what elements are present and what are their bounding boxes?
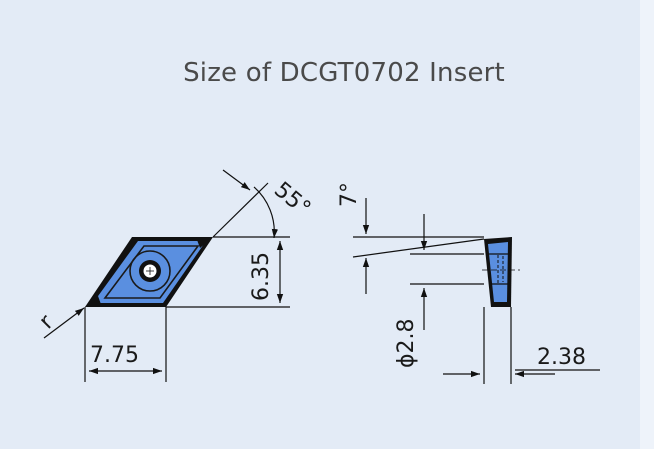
thickness-label: 2.38 <box>537 345 586 370</box>
insert-corner-right <box>196 237 213 248</box>
width-dimension: 7.75 <box>84 307 167 382</box>
angle-dimension: 55° <box>212 169 315 239</box>
insert-top-view <box>85 237 213 307</box>
right-edge-strip <box>640 0 654 449</box>
clearance-label: 7° <box>337 182 362 207</box>
thickness-dimension: 2.38 <box>443 307 600 384</box>
radius-label: r <box>35 309 60 334</box>
height-label: 6.35 <box>249 252 274 301</box>
hole-diameter-dimension: ϕ2.8 <box>394 214 484 368</box>
radius-dimension: r <box>35 307 85 339</box>
insert-chipbreaker <box>103 245 200 299</box>
angle-label: 55° <box>269 177 315 221</box>
insert-side-view <box>482 237 520 307</box>
height-dimension: 6.35 <box>166 236 290 308</box>
hole-outer-ring <box>129 250 171 292</box>
page-title: Size of DCGT0702 Insert <box>183 58 505 88</box>
hole-diameter-label: ϕ2.8 <box>394 319 419 369</box>
insert-corner-left <box>85 296 102 307</box>
width-label: 7.75 <box>90 343 139 368</box>
clearance-dimension: 7° <box>337 182 485 294</box>
